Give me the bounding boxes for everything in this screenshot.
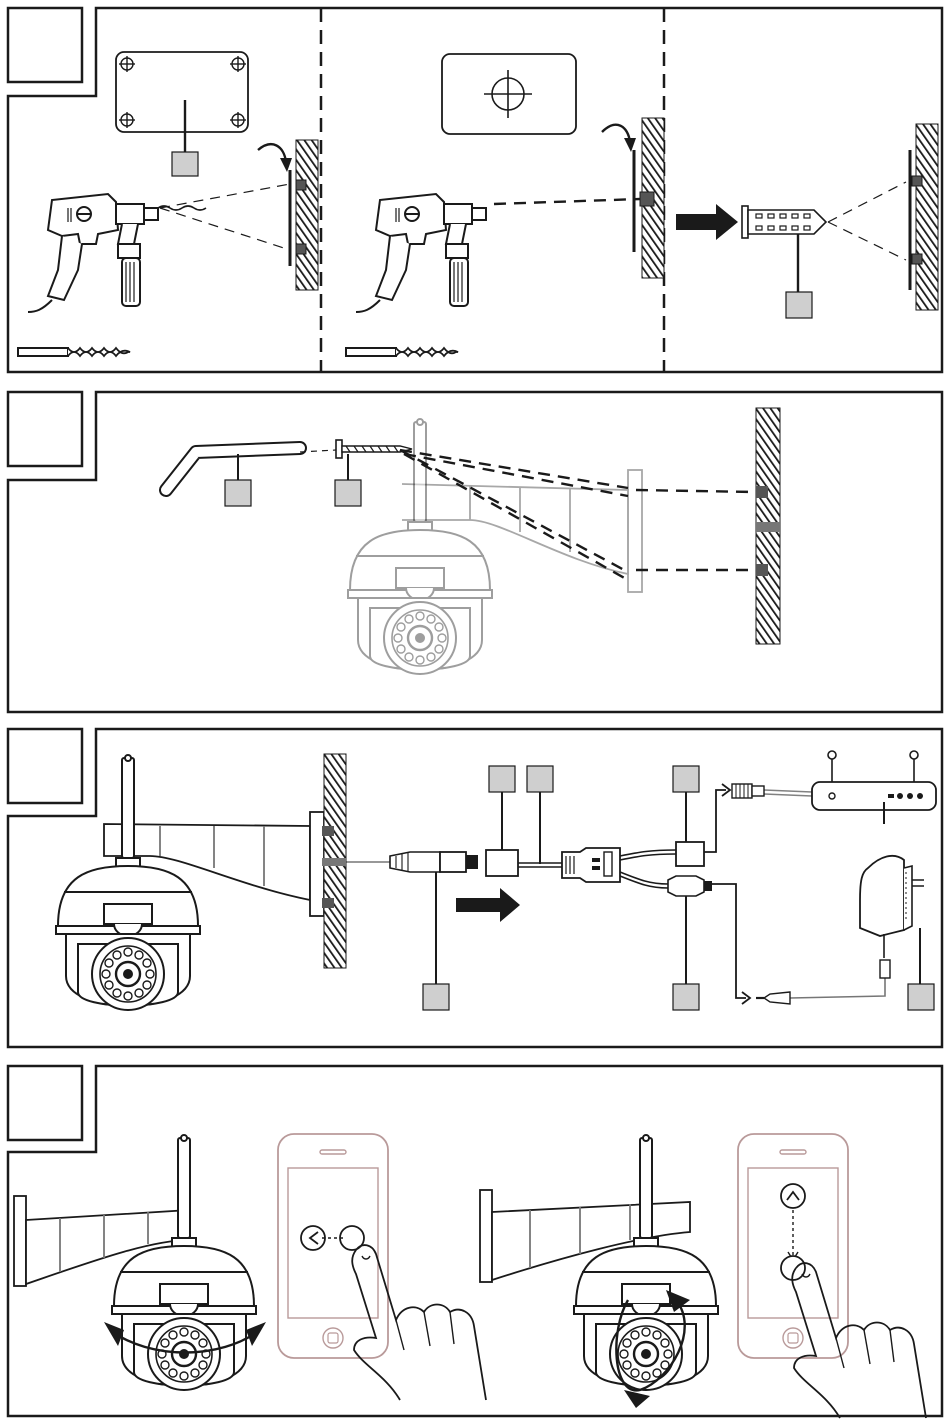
callout-box [527,766,553,792]
wall-plug-icon [742,206,826,238]
callout-box [423,984,449,1010]
ethernet-plug-icon [390,852,478,872]
dc-socket [668,876,704,896]
panel-drilling [8,8,942,372]
step-badge-1 [8,8,82,82]
up-arrow-control-icon [781,1184,805,1208]
panel-cable-connection [8,729,942,1047]
callout-box [673,984,699,1010]
template-icon [442,54,576,134]
step-badge-2 [8,392,82,466]
ethernet-plug-icon [732,784,764,798]
rj45-coupler [486,850,518,876]
left-arrow-control-icon [301,1226,325,1250]
callout-box [786,292,812,318]
callout-box [908,984,934,1010]
rj45-socket [676,842,704,866]
callout-box [335,480,361,506]
callout-box [225,480,251,506]
callout-box [673,766,699,792]
callout-box [172,152,198,176]
wall-icon [296,140,318,290]
callout-box [489,766,515,792]
template-icon [116,52,248,132]
step-badge-4 [8,1066,82,1140]
wall-icon [916,124,938,310]
panel-pan-tilt-control [8,1066,942,1418]
step-badge-3 [8,729,82,803]
panel-bracket-mounting [8,392,942,712]
